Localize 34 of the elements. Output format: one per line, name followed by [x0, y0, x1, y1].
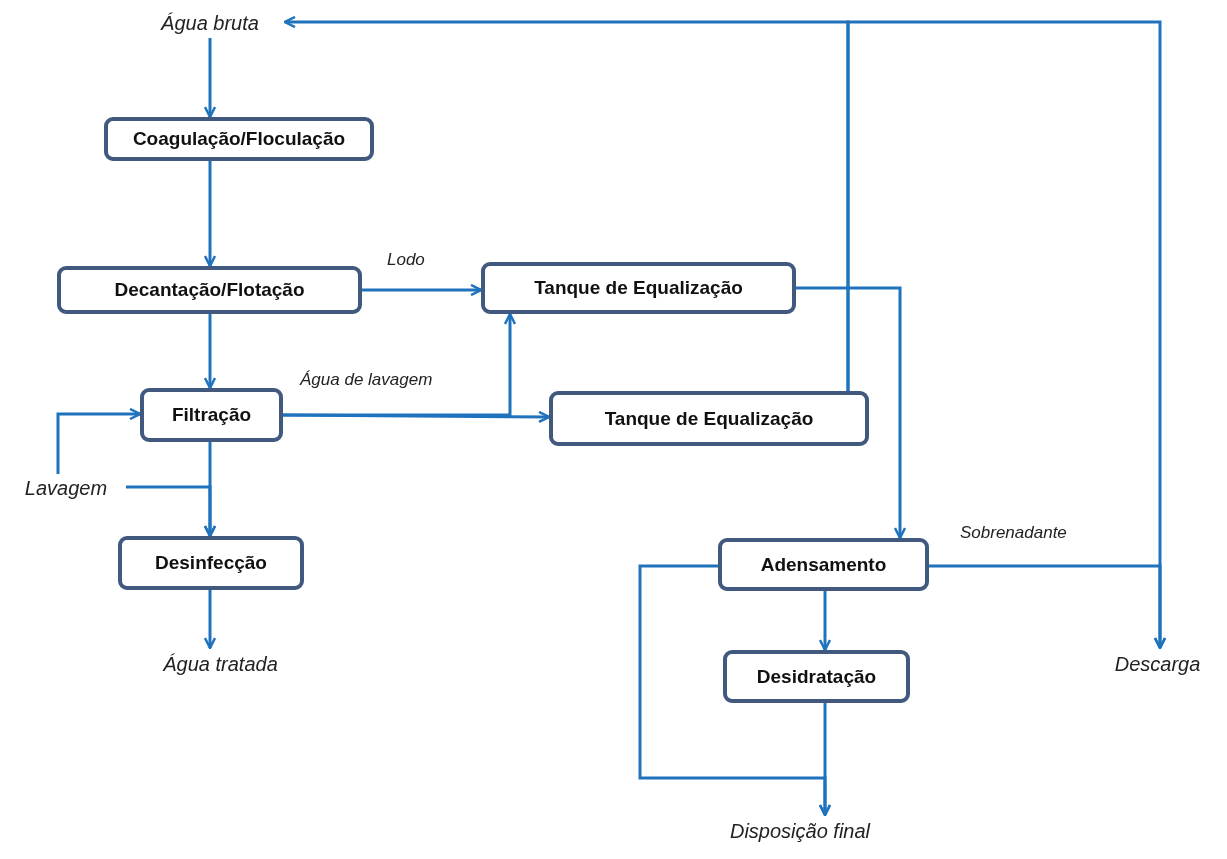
process-label: Decantação/Flotação	[114, 279, 305, 301]
flow-arrow	[283, 312, 517, 417]
process-label: Filtração	[171, 404, 252, 426]
process-box	[549, 391, 869, 446]
process-box	[140, 388, 283, 442]
flow-arrow	[362, 283, 483, 297]
flow-arrow	[203, 161, 217, 268]
flow-arrow	[818, 591, 832, 652]
stream-label: Água tratada	[163, 652, 278, 676]
process-label: Adensamento	[760, 553, 887, 576]
flow-arrow	[638, 564, 832, 817]
stream-label: Descarga	[1114, 652, 1201, 676]
flow-arrow	[203, 590, 217, 650]
stream-label: Água bruta	[161, 11, 259, 35]
flow-arrow	[203, 314, 217, 390]
process-label: Desinfecção	[155, 552, 267, 574]
flow-arrow	[796, 286, 907, 540]
process-box	[118, 536, 304, 590]
process-box	[718, 538, 929, 591]
process-box	[104, 117, 374, 161]
process-box	[57, 266, 362, 314]
flow-arrow	[929, 564, 1167, 650]
process-box	[723, 650, 910, 703]
process-label: Tanque de Equalização	[604, 407, 814, 430]
stream-label: Lavagem	[24, 476, 108, 500]
process-label: Desidratação	[756, 665, 877, 688]
process-label: Tanque de Equalização	[534, 277, 743, 299]
flow-arrow	[56, 407, 142, 474]
edge-label: Água de lavagem	[298, 370, 435, 390]
flow-arrow	[203, 38, 217, 119]
stream-label: Disposição final	[729, 819, 871, 843]
process-label: Coagulação/Floculação	[132, 128, 346, 150]
process-box	[481, 262, 796, 314]
flow-arrow	[203, 442, 217, 538]
